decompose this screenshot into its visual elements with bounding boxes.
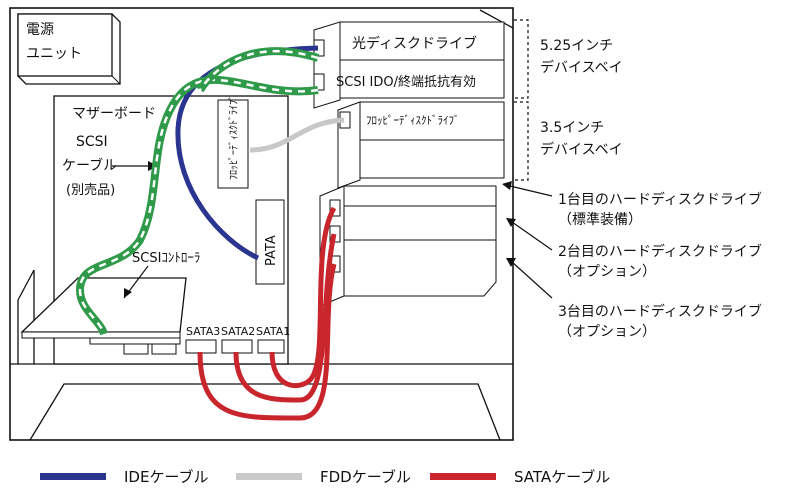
hdd3-label-1: 3台目のハードディスクドライブ (558, 303, 762, 320)
legend-label-sata: SATAケーブル (514, 468, 610, 486)
hdd-bay-2 (343, 205, 497, 241)
hdd3-label-2: （オプション） (558, 324, 656, 340)
legend-label-ide: IDEケーブル (124, 468, 209, 486)
bay-brackets (514, 19, 529, 181)
scsi-cable-label-2: ケーブル (62, 157, 117, 174)
power-unit-label-1: 電源 (26, 22, 54, 38)
hdd-bay-1 (343, 185, 497, 207)
floppy-drive (359, 101, 505, 141)
cables (75, 45, 345, 421)
power-unit: 電源 ユニット (17, 13, 121, 85)
scsi-cable-label-3: (別売品) (66, 182, 115, 198)
pata-label: PATA (264, 235, 279, 266)
sata3-label: SATA3 (186, 325, 220, 338)
hdd2-label-1: 2台目のハードディスクドライブ (558, 243, 762, 260)
scsi-controller-label: SCSIｺﾝﾄﾛｰﾗ (132, 251, 200, 266)
scsi-device-label: SCSI IDO/終端抵抗有効 (336, 74, 476, 90)
pata-connector (255, 199, 285, 285)
sata-cable-3 (197, 263, 337, 421)
legend-swatch-ide (40, 473, 106, 480)
hdd-bay-3 (343, 239, 497, 297)
legend: IDEケーブル FDDケーブル SATAケーブル (40, 468, 610, 486)
scsi-cable-label: SCSI ケーブル (別売品) (62, 134, 158, 198)
sata-cable-1 (269, 206, 337, 389)
sata-connectors: SATA3 SATA2 SATA1 (185, 325, 290, 354)
bay-525-label-1: 5.25インチ (540, 38, 613, 54)
optical-drive (339, 21, 505, 61)
hdd1-label-1: 1台目のハードディスクドライブ (558, 191, 762, 208)
hdd-callouts (509, 185, 553, 299)
hdd2-label-2: （オプション） (558, 264, 656, 280)
legend-item-fdd: FDDケーブル (236, 468, 411, 486)
sata1-port (257, 339, 285, 354)
scsi-cable-label-1: SCSI (76, 134, 108, 150)
drive-bays: 光ディスクドライブ SCSI IDO/終端抵抗有効 ﾌﾛｯﾋﾟｰﾃﾞｨｽｸﾄﾞﾗ… (313, 21, 505, 307)
scsi-controller: SCSIｺﾝﾄﾛｰﾗ (20, 251, 200, 355)
hdd-callout-arrows (502, 181, 516, 267)
sata-cable-2 (233, 233, 337, 403)
scsi-device (339, 59, 505, 99)
sata1-label: SATA1 (256, 325, 290, 338)
sata2-label: SATA2 (221, 325, 255, 338)
legend-swatch-fdd (236, 473, 302, 480)
bay-35-label-1: 3.5インチ (540, 120, 604, 136)
sata2-port (221, 339, 253, 354)
hdd1-label-2: （標準装備） (558, 212, 642, 228)
bay-35-label-2: デバイスベイ (540, 141, 623, 158)
bay-525-label-2: デバイスベイ (540, 59, 623, 76)
sata3-port (185, 339, 217, 354)
legend-swatch-sata (430, 473, 496, 480)
floppy-drive-label: ﾌﾛｯﾋﾟｰﾃﾞｨｽｸﾄﾞﾗｲﾌﾞ (366, 114, 460, 127)
floppy-connector (217, 99, 249, 189)
power-unit-label-2: ユニット (26, 46, 82, 62)
legend-item-sata: SATAケーブル (430, 468, 610, 486)
fdd-cable (249, 117, 345, 153)
legend-label-fdd: FDDケーブル (320, 468, 411, 486)
optical-drive-label: 光ディスクドライブ (352, 35, 477, 52)
floppy-connector-label: ﾌﾛｯﾋﾟｰﾃﾞｨｽｸﾄﾞﾗｲﾌﾞ (228, 95, 240, 180)
motherboard-label: マザーボード (72, 106, 156, 122)
legend-item-ide: IDEケーブル (40, 468, 209, 486)
chassis (9, 7, 514, 441)
